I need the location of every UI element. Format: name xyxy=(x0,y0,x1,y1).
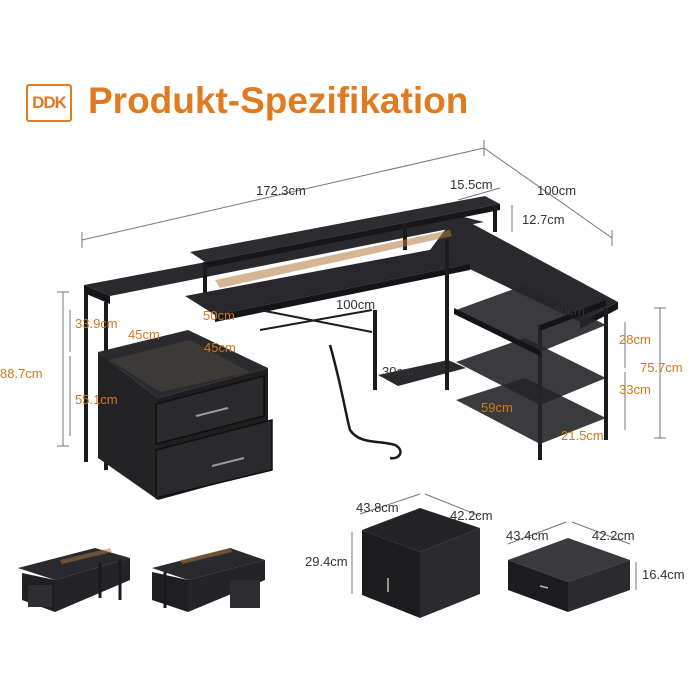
brand-logo: DDK xyxy=(26,84,72,122)
dim-large-drawer-width: 43.8cm xyxy=(356,500,399,515)
dim-small-drawer-depth: 42.2cm xyxy=(592,528,635,543)
page-title: Produkt-Spezifikation xyxy=(88,80,469,121)
dim-monitor-shelf-height: 33.9cm xyxy=(75,316,118,331)
dim-shelf-lower-height: 33cm xyxy=(619,382,651,397)
dim-total-width: 172.3cm xyxy=(256,183,306,198)
dim-side-length: 100cm xyxy=(537,183,577,198)
dim-lower-shelf-depth: 30cm xyxy=(382,364,414,379)
dim-bottom-depth: 21.5cm xyxy=(561,428,604,443)
dim-side-depth: 30cm xyxy=(553,303,585,318)
dim-total-height: 88.7cm xyxy=(0,366,43,381)
dim-small-drawer-width: 43.4cm xyxy=(506,528,549,543)
dim-shelf-depth-top: 15.5cm xyxy=(450,177,493,192)
dim-shelf-height: 12.7cm xyxy=(522,212,565,227)
dim-keyboard-depth: 50cm xyxy=(203,308,235,323)
dim-cabinet-width: 45cm xyxy=(128,327,160,342)
dim-small-drawer-height: 16.4cm xyxy=(642,567,685,582)
dim-large-drawer-depth: 42.2cm xyxy=(450,508,493,523)
dim-cabinet-height: 55.1cm xyxy=(75,392,118,407)
dim-desk-length: 100cm xyxy=(336,297,376,312)
dim-large-drawer-height: 29.4cm xyxy=(305,554,348,569)
dim-cabinet-depth: 45cm xyxy=(204,340,236,355)
dim-shelf-upper-height: 28cm xyxy=(619,332,651,347)
dim-side-total-height: 75.7cm xyxy=(640,360,683,375)
dim-bottom-width: 59cm xyxy=(481,400,513,415)
